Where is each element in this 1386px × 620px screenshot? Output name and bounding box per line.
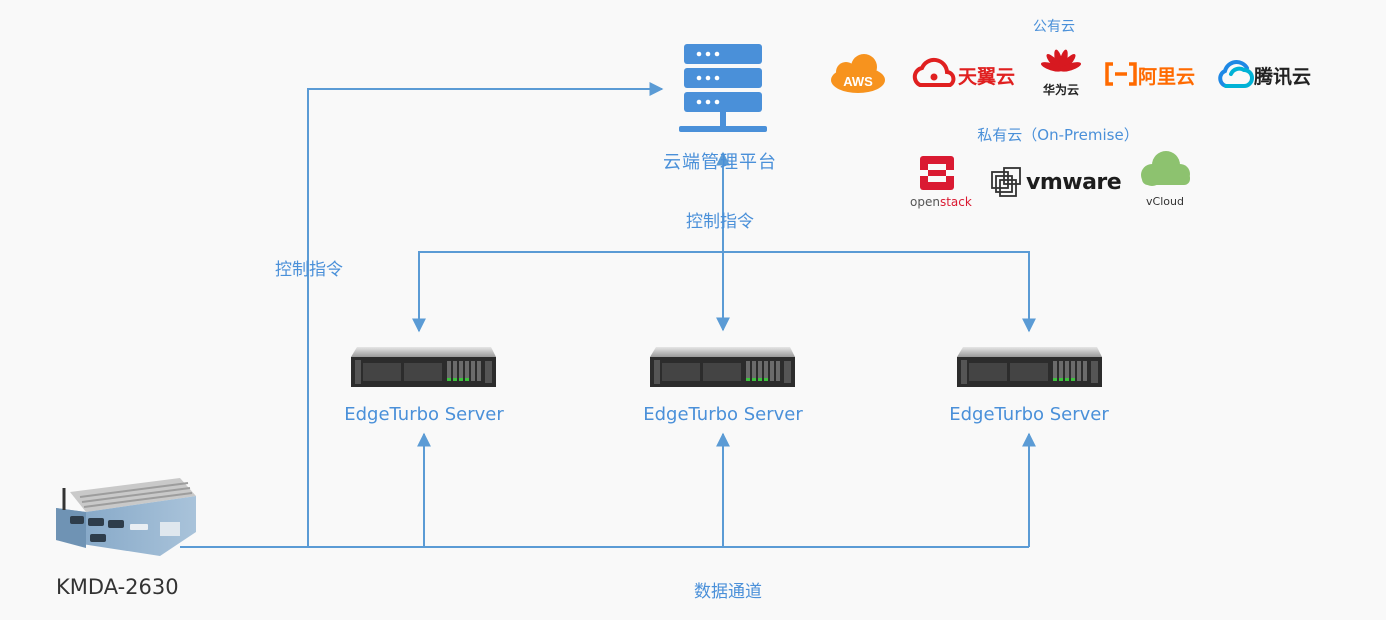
control-command-label-left: 控制指令	[275, 260, 343, 280]
tencent-cloud-icon	[1218, 60, 1254, 88]
tianyi-cloud-icon	[912, 57, 956, 87]
cloud-platform-label: 云端管理平台	[663, 152, 777, 173]
connection-lines	[180, 82, 1036, 548]
vcloud-icon	[1141, 151, 1190, 186]
server-stack-icon	[679, 44, 767, 132]
vcloud-logo-text: vCloud	[1146, 195, 1184, 208]
aliyun-bracket-icon	[1105, 62, 1137, 86]
control-command-label: 控制指令	[686, 212, 754, 232]
control-distribution-line	[412, 251, 1036, 333]
edge-server-label-3: EdgeTurbo Server	[949, 404, 1109, 425]
openstack-logo-text: openstack	[910, 195, 972, 209]
public-cloud-title: 公有云	[1033, 19, 1075, 35]
edge-server-label-1: EdgeTurbo Server	[344, 404, 504, 425]
openstack-icon	[920, 156, 954, 190]
huawei-flower-icon	[1040, 49, 1082, 72]
data-channel-label: 数据通道	[694, 582, 762, 602]
aws-logo-text: AWS	[843, 74, 873, 89]
tencent-logo-text: 腾讯云	[1254, 66, 1312, 88]
vmware-icon	[991, 167, 1021, 197]
tianyi-logo-text: 天翼云	[958, 66, 1016, 88]
private-cloud-title: 私有云（On-Premise）	[977, 126, 1139, 144]
rack-server-1	[351, 347, 496, 387]
device-to-cloud-line	[307, 82, 664, 547]
aliyun-logo-text: 阿里云	[1138, 66, 1196, 88]
vmware-logo-text: vmware	[1026, 170, 1122, 195]
rack-server-2	[650, 347, 795, 387]
openstack-logo-text-open: open	[910, 195, 940, 209]
edge-server-label-2: EdgeTurbo Server	[643, 404, 803, 425]
rack-server-3	[957, 347, 1102, 387]
edge-device-image	[56, 478, 196, 556]
aws-cloud-icon: AWS	[831, 54, 885, 93]
openstack-logo-text-stack: stack	[939, 195, 972, 209]
huawei-logo-text: 华为云	[1042, 83, 1080, 97]
device-label: KMDA-2630	[56, 575, 179, 599]
